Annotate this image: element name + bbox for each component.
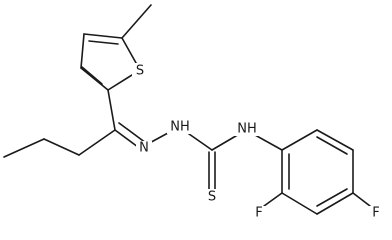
bond-benzene-c2-c3 bbox=[281, 192, 318, 215]
bond-c-thiophene bbox=[107, 89, 116, 131]
bond-c-n-double-b bbox=[118, 122, 147, 144]
bond-benzene-c5-c6 bbox=[316, 129, 354, 151]
chemical-structure: S N NH NH S F F bbox=[3, 4, 383, 221]
bond-thiophene-c4-c5 bbox=[83, 33, 123, 39]
thiophene-sulfur-mask bbox=[132, 63, 148, 78]
bond-c4-fluorine bbox=[352, 192, 371, 207]
bond-chain-1 bbox=[3, 138, 45, 158]
ortho-fluorine-mask bbox=[252, 206, 266, 221]
bond-thiophene-c4-c5-inner bbox=[88, 40, 119, 45]
hydrazone-nitrogen-mask bbox=[136, 141, 152, 156]
bond-benzene-c6-c1 bbox=[281, 129, 318, 151]
hydrazone-nitrogen-label: N bbox=[139, 141, 149, 156]
bond-chain-2 bbox=[43, 138, 80, 156]
amide-nh-label: NH bbox=[237, 122, 257, 137]
bond-thiophene-c2-c3 bbox=[80, 67, 109, 91]
bond-chain-3 bbox=[78, 129, 116, 156]
bond-benzene-c3-c4 bbox=[316, 192, 354, 215]
bond-thiophene-c2-c3-inner bbox=[81, 66, 103, 85]
hydrazine-nh-label: NH bbox=[170, 120, 190, 135]
ortho-fluorine-label: F bbox=[255, 206, 262, 221]
bond-thiophene-c3-c4 bbox=[80, 33, 85, 69]
thione-sulfur-label: S bbox=[208, 190, 216, 205]
bond-c2-fluorine bbox=[263, 192, 283, 207]
para-fluorine-label: F bbox=[372, 206, 379, 221]
bond-benzene-c3-c4-inner bbox=[316, 188, 348, 207]
hydrazine-nh-mask bbox=[167, 119, 193, 134]
bond-layer bbox=[3, 4, 371, 215]
para-fluorine-mask bbox=[369, 206, 383, 221]
bond-benzene-c5-c6-inner bbox=[316, 136, 348, 155]
atom-label-layer: S N NH NH S F F bbox=[132, 63, 383, 221]
thione-sulfur-mask bbox=[204, 189, 220, 204]
thiophene-sulfur-label: S bbox=[136, 64, 144, 79]
amide-nh-mask bbox=[234, 121, 260, 136]
bond-methyl bbox=[121, 4, 152, 39]
